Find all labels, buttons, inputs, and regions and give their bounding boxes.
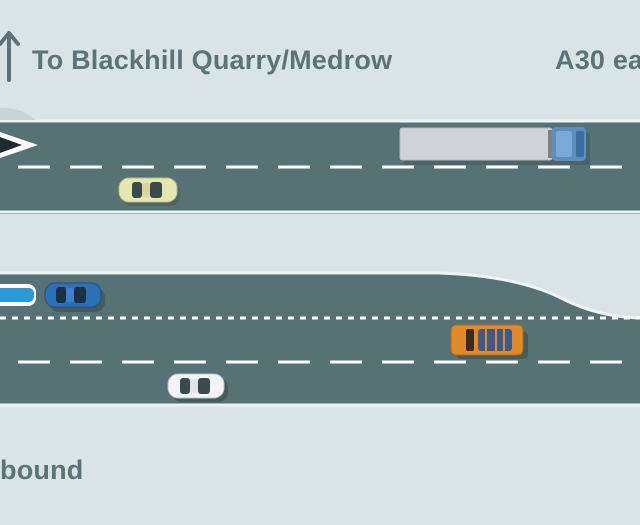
truck: [399, 127, 590, 165]
car-yellow: [118, 177, 180, 206]
van-orange: [450, 324, 528, 359]
lower-road-surface: [0, 273, 640, 406]
bound-direction-label: bound: [0, 455, 84, 485]
lower-carriageway: [0, 271, 640, 407]
chevron-left-icon: [0, 132, 38, 158]
east-direction-label: A30 ea: [555, 45, 640, 75]
car-blue: [44, 282, 105, 312]
upper-slip-curve: [0, 107, 36, 120]
lower-road-top-edge: [0, 271, 640, 320]
car-white: [167, 373, 228, 402]
up-arrow-icon: [0, 31, 20, 82]
north-direction-label: To Blackhill Quarry/Medrow: [32, 45, 393, 75]
car-lightblue: [0, 284, 36, 306]
